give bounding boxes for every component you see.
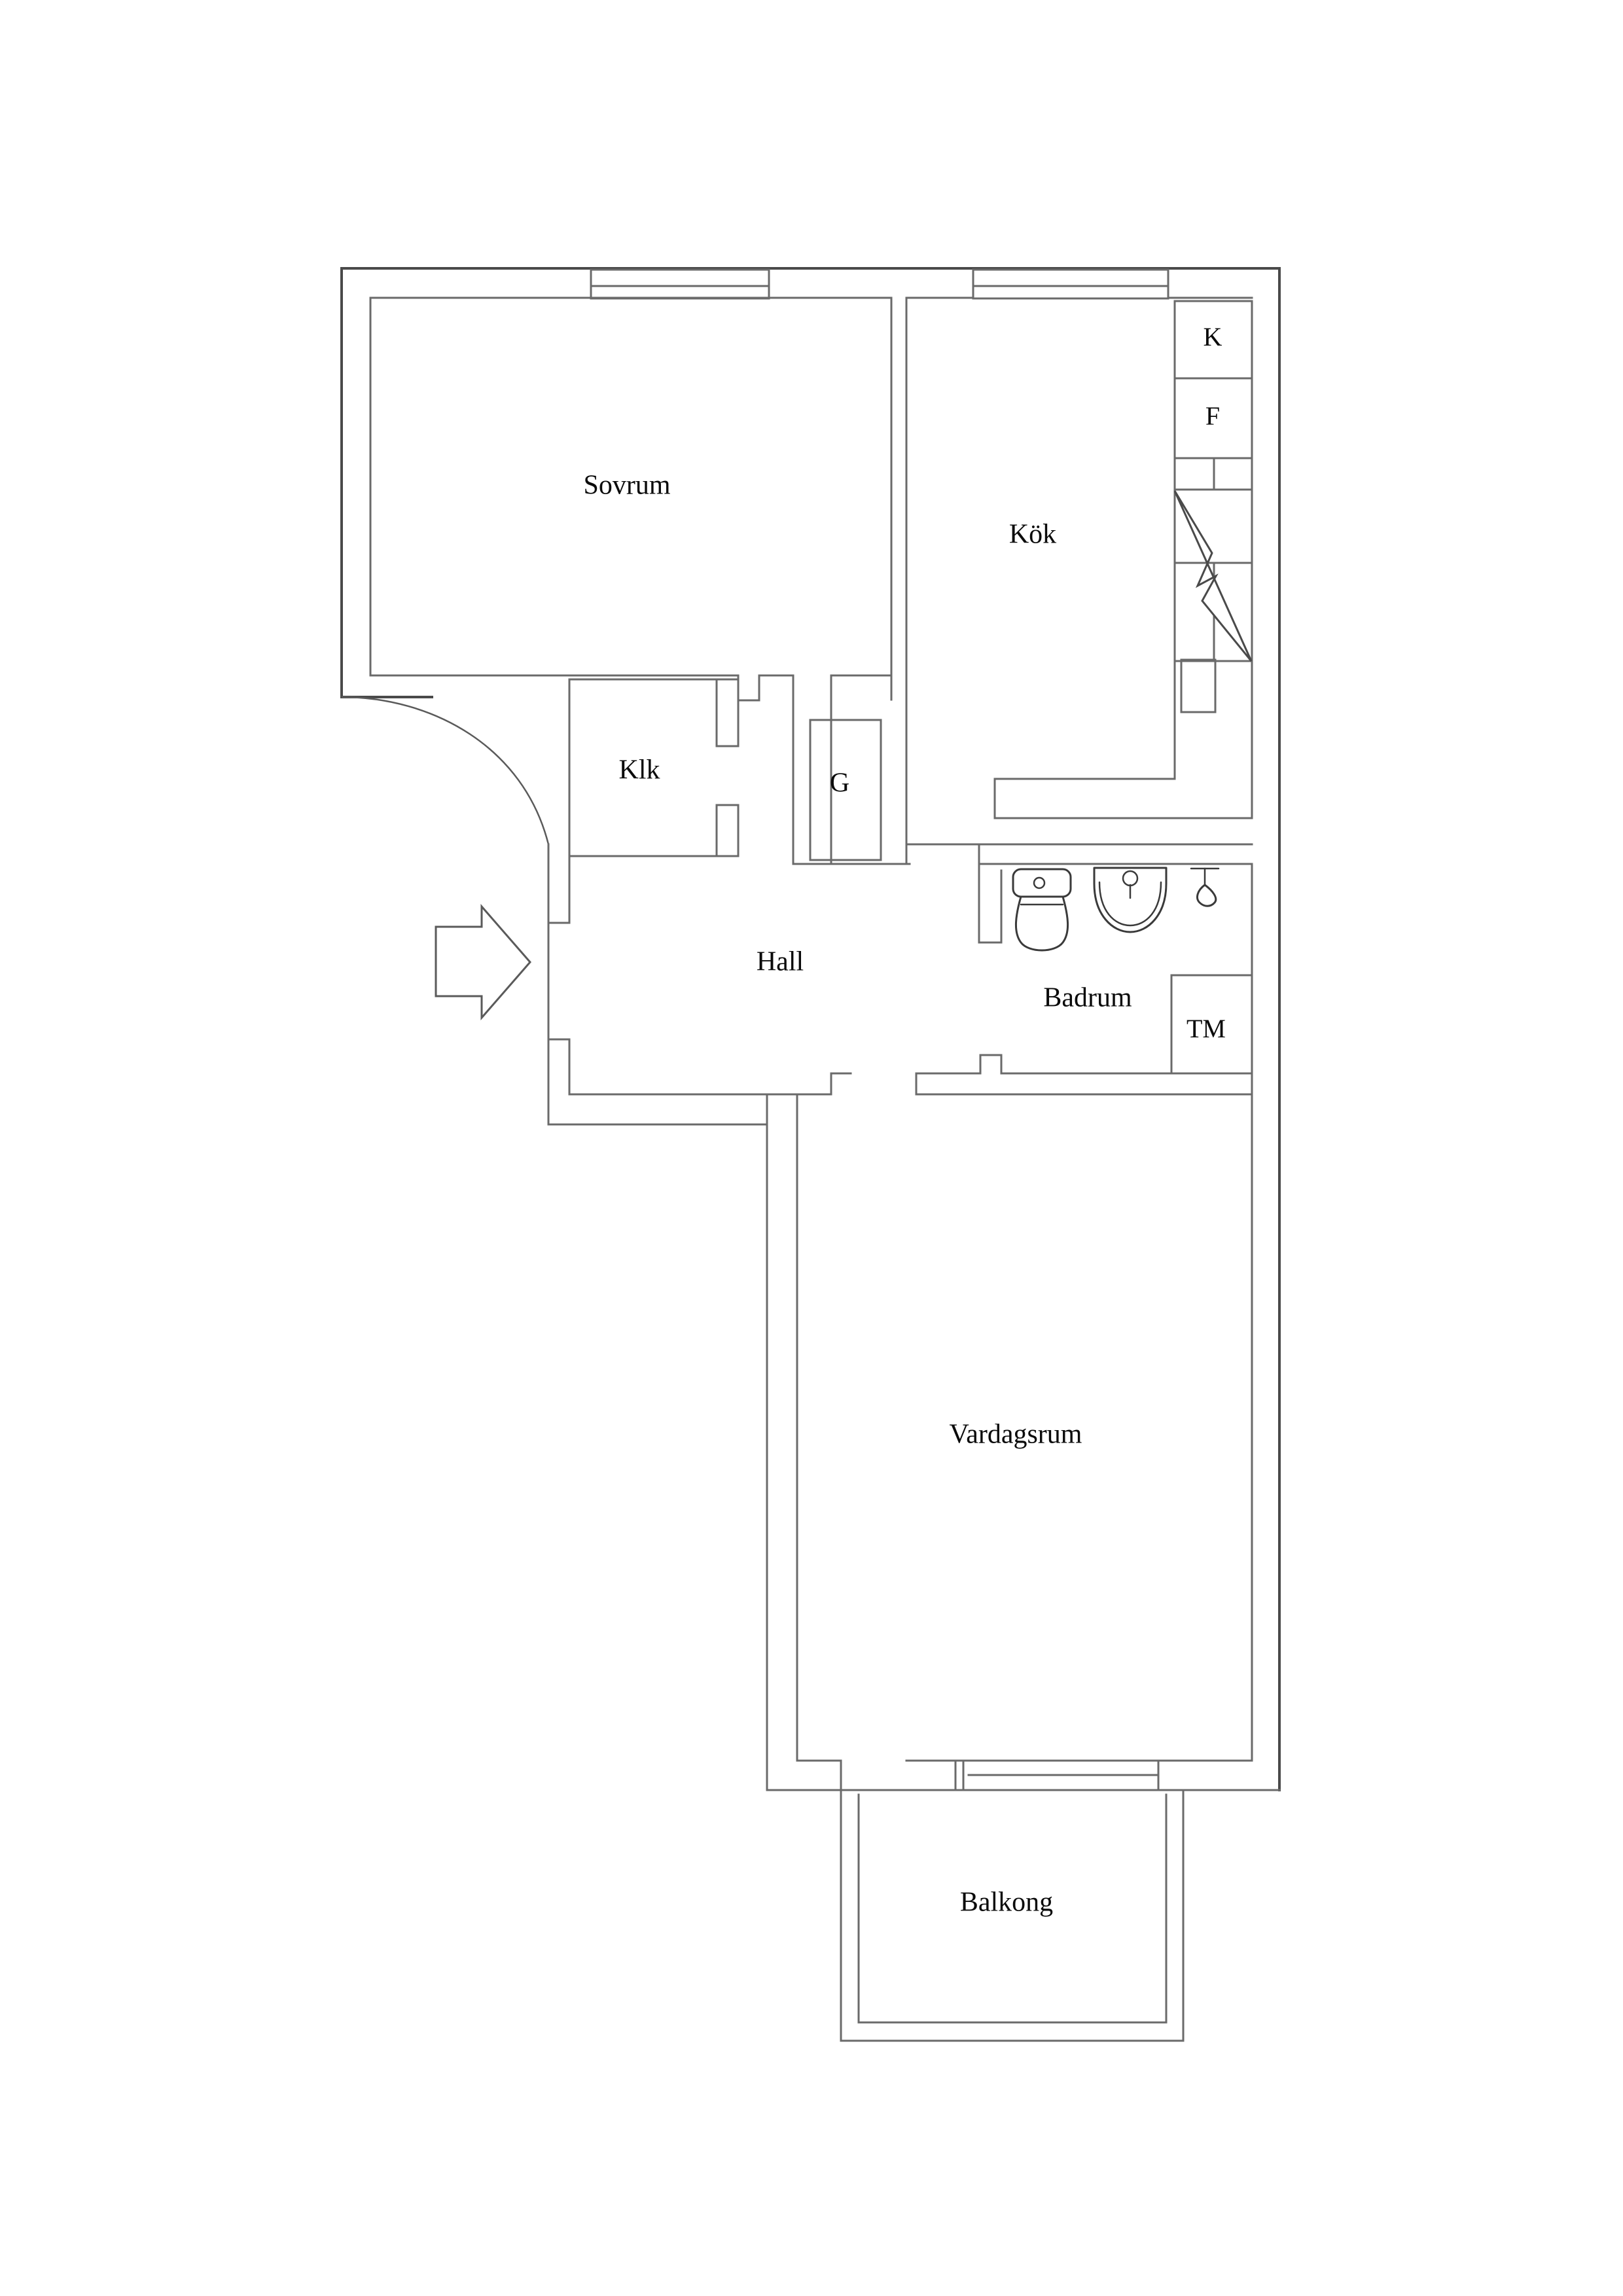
room-label-sovrum: Sovrum [583,471,670,501]
room-kok [905,296,1253,865]
room-label-badrum: Badrum [1043,983,1132,1013]
toilet-fixture [1012,868,1072,952]
room-garderob [792,674,911,865]
room-badrum [915,863,1253,1075]
appliance-label-tvattmaskin: TM [1186,1014,1226,1043]
balcony-door [954,1759,1160,1791]
outer-walls [340,267,1281,1791]
appliance-label-kyl: F [1205,401,1220,431]
room-label-klk: Klk [619,755,660,785]
room-label-kok: Kök [1009,520,1056,550]
room-label-hall: Hall [757,947,804,977]
entrance-arrow-icon [435,903,531,1021]
window-kok [972,268,1169,300]
room-klk [568,678,740,857]
room-label-balkong: Balkong [960,1888,1053,1918]
room-hall [341,696,852,1126]
shower-fixture [1190,867,1220,907]
room-label-vardagsrum: Vardagsrum [950,1420,1082,1450]
window-sovrum [590,268,770,300]
sink-fixture [1093,867,1168,933]
room-label-garderob: G [830,768,849,798]
appliance-label-spis: K [1204,322,1222,351]
room-balkong [840,1789,1185,2042]
electrical-panel-icon [1173,490,1253,662]
